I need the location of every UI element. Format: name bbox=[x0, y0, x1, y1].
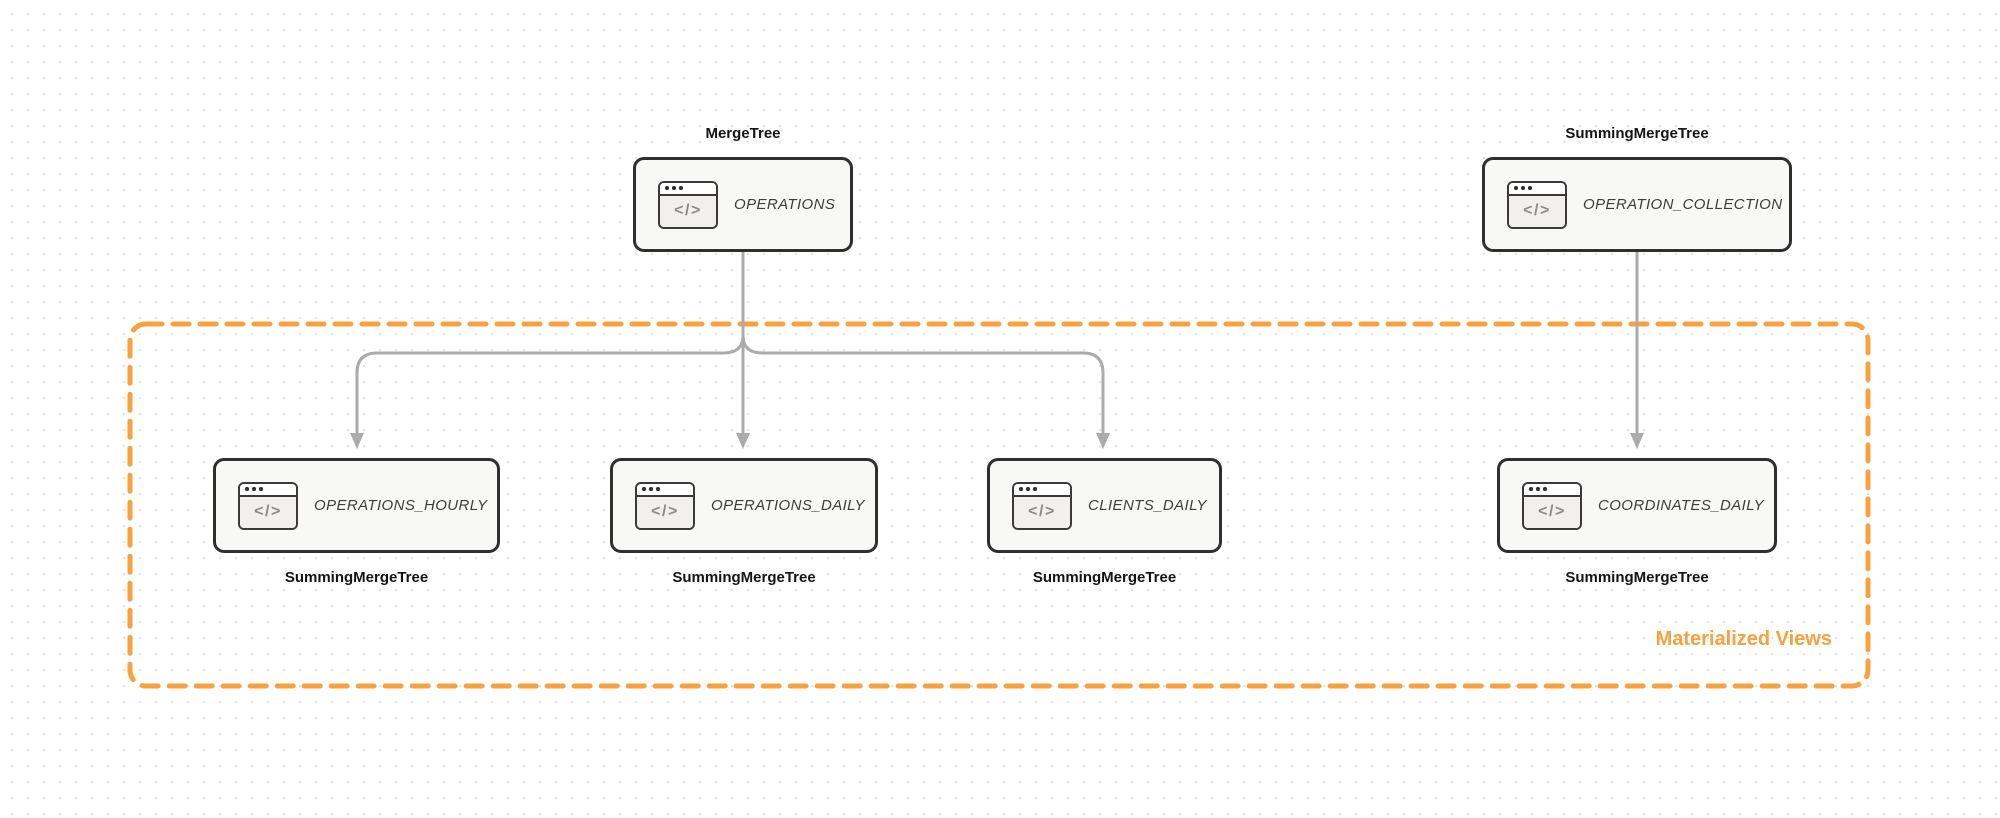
code-window-icon: </> bbox=[1507, 180, 1567, 229]
node-clients-daily[interactable]: </> CLIENTS_DAILY SummingMergeTree bbox=[987, 458, 1222, 586]
node-box: </> OPERATIONS bbox=[633, 157, 853, 252]
node-operations[interactable]: MergeTree </> OPERATIONS bbox=[633, 126, 853, 252]
code-window-icon: </> bbox=[1012, 481, 1072, 530]
edge-operations-to-clients-daily bbox=[741, 252, 1110, 449]
node-box: </> OPERATION_COLLECTION bbox=[1482, 157, 1792, 252]
node-operations-hourly[interactable]: </> OPERATIONS_HOURLY SummingMergeTree bbox=[213, 458, 500, 586]
code-glyph: </> bbox=[1509, 195, 1565, 227]
table-name-operations: OPERATIONS bbox=[734, 196, 836, 213]
edge-operations-to-operations-hourly bbox=[350, 252, 745, 449]
code-glyph: </> bbox=[660, 195, 716, 227]
node-operation-collection[interactable]: SummingMergeTree </> OPERATION_COLLECTIO… bbox=[1482, 126, 1792, 252]
window-titlebar-dots bbox=[240, 483, 296, 497]
code-window-icon: </> bbox=[635, 481, 695, 530]
engine-label-coordinates-daily: SummingMergeTree bbox=[1565, 569, 1709, 586]
code-window-icon: </> bbox=[238, 481, 298, 530]
window-titlebar-dots bbox=[1524, 483, 1580, 497]
table-name-operations-hourly: OPERATIONS_HOURLY bbox=[314, 497, 488, 514]
engine-label-operations: MergeTree bbox=[705, 125, 781, 142]
engine-label-operations-daily: SummingMergeTree bbox=[672, 569, 816, 586]
code-glyph: </> bbox=[1014, 496, 1070, 528]
code-window-icon: </> bbox=[1522, 481, 1582, 530]
table-name-operation-collection: OPERATION_COLLECTION bbox=[1583, 196, 1783, 213]
node-coordinates-daily[interactable]: </> COORDINATES_DAILY SummingMergeTree bbox=[1497, 458, 1777, 586]
code-window-icon: </> bbox=[658, 180, 718, 229]
table-name-clients-daily: CLIENTS_DAILY bbox=[1088, 497, 1207, 514]
window-titlebar-dots bbox=[1509, 182, 1565, 196]
window-titlebar-dots bbox=[660, 182, 716, 196]
table-name-operations-daily: OPERATIONS_DAILY bbox=[711, 497, 865, 514]
window-titlebar-dots bbox=[1014, 483, 1070, 497]
engine-label-clients-daily: SummingMergeTree bbox=[1032, 569, 1177, 586]
node-box: </> OPERATIONS_HOURLY bbox=[213, 458, 500, 553]
engine-label-operation-collection: SummingMergeTree bbox=[1565, 125, 1709, 142]
node-box: </> COORDINATES_DAILY bbox=[1497, 458, 1777, 553]
code-glyph: </> bbox=[1524, 496, 1580, 528]
table-name-coordinates-daily: COORDINATES_DAILY bbox=[1598, 497, 1765, 514]
node-box: </> OPERATIONS_DAILY bbox=[610, 458, 878, 553]
materialized-views-group-label: Materialized Views bbox=[1655, 628, 1832, 650]
code-glyph: </> bbox=[637, 496, 693, 528]
engine-label-operations-hourly: SummingMergeTree bbox=[284, 569, 429, 586]
code-glyph: </> bbox=[240, 496, 296, 528]
node-box: </> CLIENTS_DAILY bbox=[987, 458, 1222, 553]
window-titlebar-dots bbox=[637, 483, 693, 497]
node-operations-daily[interactable]: </> OPERATIONS_DAILY SummingMergeTree bbox=[610, 458, 878, 586]
